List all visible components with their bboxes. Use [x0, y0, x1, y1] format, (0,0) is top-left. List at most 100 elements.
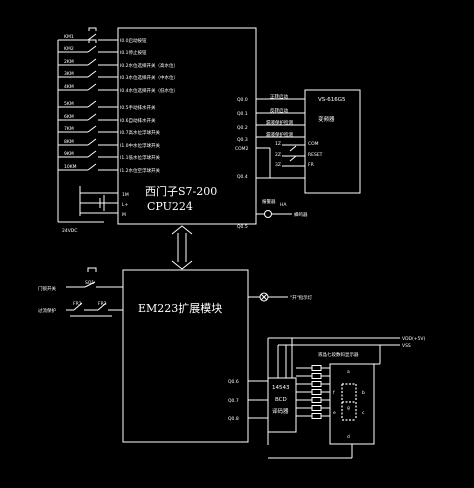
buzzer-ha: HA — [280, 202, 287, 208]
seven-seg-digit — [341, 383, 357, 421]
vfd-reset: RESET — [308, 152, 323, 158]
relay-3z: 3Z — [275, 162, 281, 168]
decoder-line3: 译码器 — [272, 407, 289, 415]
decoder-box — [267, 377, 297, 433]
power-section: 1M L+ M 24VDC — [58, 192, 129, 234]
door-switch: 门锁开关 SQ1 — [38, 267, 123, 292]
seg-c: c — [362, 411, 365, 416]
terminal-1m: 1M — [122, 192, 129, 198]
resistor-icon — [311, 397, 322, 403]
plc-model: CPU224 — [147, 200, 193, 213]
seg-f: f — [333, 390, 335, 396]
out-q05: Q0.5 — [237, 224, 248, 230]
terminal-m: M — [122, 212, 126, 218]
plc-box — [117, 27, 257, 225]
door-switch-label: 门锁开关 — [38, 285, 56, 292]
terminal-lplus: L+ — [122, 202, 129, 208]
input-label: I0.0启动按钮 — [120, 37, 147, 44]
indicator-lamp: "开"指示灯 — [248, 292, 313, 302]
input-row-I05: 5KM I0.5手动排水开关 — [58, 100, 156, 111]
relay-2z: 2Z — [275, 152, 281, 158]
vfd-fr: FR — [308, 162, 314, 168]
resistor-array — [296, 365, 330, 419]
vfd-title: VS-616G5 — [318, 97, 346, 103]
out-q00: Q0.0 — [237, 97, 248, 103]
seg-a: a — [347, 370, 350, 375]
buzzer-label: 蜂鸣器 — [294, 211, 308, 218]
input-label: I0.2水位选择开关（高水位） — [120, 62, 178, 69]
vfd-box — [304, 89, 361, 194]
resistor-icon — [311, 389, 322, 395]
contact-4km: 4KM — [64, 84, 74, 90]
plc-title: 西门子S7-200 — [145, 184, 217, 198]
overload-label: 过流保护 — [38, 307, 56, 314]
seg-b: b — [362, 390, 365, 396]
seg-d: d — [347, 434, 350, 440]
em-q06: Q0.6 — [228, 379, 239, 385]
vdd-label: VDD(+5V) — [402, 336, 425, 342]
contact-3km: 3KM — [64, 71, 74, 77]
resistor-line-4 — [296, 389, 330, 395]
fr2-label: FR2 — [98, 301, 107, 307]
vfd-subtitle: 变频器 — [318, 115, 335, 123]
buzzer-section: 报警器 HA 蜂鸣器 — [256, 198, 308, 218]
resistor-icon — [311, 413, 322, 419]
buzzer-prefix: 报警器 — [262, 198, 276, 205]
input-label: I1.0中水位浮球开关 — [120, 142, 160, 149]
resistor-line-5 — [296, 397, 330, 403]
vfd-signal-1: 正转启动 — [270, 93, 288, 100]
input-row-I04: 4KM I0.4水位选择开关（低水位） — [58, 83, 178, 94]
input-label: I0.5手动排水开关 — [120, 104, 156, 111]
resistor-icon — [311, 373, 322, 379]
contact-km2: KM2 — [64, 46, 74, 52]
decoder-line2: BCD — [275, 397, 287, 403]
resistor-icon — [311, 381, 322, 387]
vfd-signal-2: 反转启动 — [270, 107, 288, 114]
bus-arrow — [171, 225, 193, 270]
vfd-signal-3: 漏液保护检测 — [266, 119, 293, 126]
resistor-line-6 — [296, 405, 330, 411]
input-label: I0.4水位选择开关（低水位） — [120, 87, 178, 94]
contact-km1: KM1 — [64, 34, 74, 40]
output-section: Q0.0 Q0.1 Q0.2 Q0.3 COM2 Q0.4 Q0.5 — [235, 97, 305, 230]
out-q02: Q0.2 — [237, 125, 248, 131]
em-q07: Q0.7 — [228, 398, 239, 404]
fr1-label: FR1 — [73, 301, 82, 307]
vfd-signal-4: 漏液保护检测 — [266, 131, 293, 138]
out-q04: Q0.4 — [237, 174, 248, 180]
resistor-icon — [311, 405, 322, 411]
vfd-com: COM — [308, 141, 319, 147]
vss-label: VSS — [402, 343, 411, 349]
supply-label: 24VDC — [62, 228, 77, 234]
em223-box — [122, 269, 249, 443]
seven-seg-display — [329, 363, 375, 445]
door-switch-code: SQ1 — [85, 280, 94, 286]
lamp-label: "开"指示灯 — [290, 294, 313, 301]
buzzer-icon — [264, 210, 272, 218]
display-title: 液晶七段数码显示器 — [318, 351, 359, 358]
vfd-relay-block: 1Z 2Z 3Z COM RESET FR — [275, 141, 323, 168]
em-q08: Q0.8 — [228, 416, 239, 422]
resistor-line-2 — [296, 373, 330, 379]
contact-5km: 5KM — [64, 101, 74, 107]
input-label: I0.6自动排水开关 — [120, 117, 156, 124]
seg-g: g — [347, 406, 350, 411]
resistor-line-3 — [296, 381, 330, 387]
out-q01: Q0.1 — [237, 111, 248, 117]
out-com2: COM2 — [235, 146, 249, 152]
contact-6km: 6KM — [64, 114, 74, 120]
input-label: I1.1低水位浮球开关 — [120, 154, 160, 161]
relay-1z: 1Z — [275, 141, 281, 147]
resistor-line-7 — [296, 413, 330, 419]
